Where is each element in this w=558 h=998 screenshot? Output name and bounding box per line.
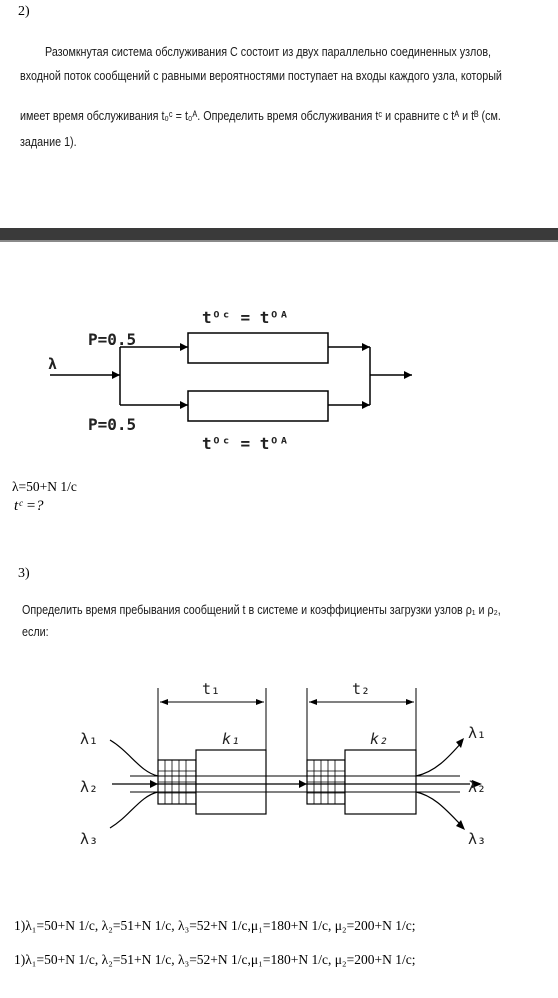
parallel-nodes-diagram: P=0.5 P=0.5 λ tᴼᶜ = tᴼᴬ tᴼᶜ = tᴼᴬ xyxy=(48,308,412,453)
given-lambda: λ=50+N 1/c xyxy=(12,479,77,494)
params-line-1: 1)λ₁=50+N 1/c, λ₂=51+N 1/c, λ₃=52+N 1/c,… xyxy=(14,918,416,933)
server-1 xyxy=(195,749,267,815)
server-2 xyxy=(344,749,417,815)
node-time-bottom-label: tᴼᶜ = tᴼᴬ xyxy=(202,434,289,453)
serial-nodes-diagram: t₁ t₂ k₁ k₂ λ₁ λ₂ λ₃ λ₁ λ₂ λ₃ xyxy=(80,680,486,848)
out-curve-1 xyxy=(415,741,463,777)
params-line-2: 1)λ₁=50+N 1/c, λ₂=51+N 1/c, λ₃=52+N 1/c,… xyxy=(14,952,416,967)
task2-line-2: входной поток сообщений с равными вероят… xyxy=(20,69,502,83)
task2-number: 2) xyxy=(18,4,30,19)
in-lambda-2: λ₂ xyxy=(80,778,98,796)
node-box-top xyxy=(187,332,329,364)
task2-line-3: имеет время обслуживания t₀ᶜ = t₀ᴬ. Опре… xyxy=(20,109,501,123)
input-lambda-label: λ xyxy=(48,355,57,373)
task2-line-1: Разомкнутая система обслуживания С состо… xyxy=(45,45,492,59)
task3-line-1: Определить время пребывания сообщений t … xyxy=(22,603,501,617)
out-curve-3 xyxy=(415,791,463,827)
t1-label: t₁ xyxy=(202,680,220,698)
in-lambda-1: λ₁ xyxy=(80,730,98,748)
task2-statement: Разомкнутая система обслуживания С состо… xyxy=(20,44,550,154)
input-arrowhead xyxy=(112,371,120,379)
prob-bottom-label: P=0.5 xyxy=(88,415,136,434)
out-lambda-2: λ₂ xyxy=(468,778,486,796)
in-lambda-3: λ₃ xyxy=(80,830,98,848)
in-curve-1 xyxy=(109,739,159,777)
t2-label: t₂ xyxy=(352,680,370,698)
task3-statement: Определить время пребывания сообщений t … xyxy=(22,602,552,646)
node-time-top-label: tᴼᶜ = tᴼᴬ xyxy=(202,308,289,327)
given-question: tᶜ =? xyxy=(14,498,44,514)
page-separator-shadow xyxy=(0,240,558,242)
task3-number: 3) xyxy=(18,566,30,581)
in-curve-3 xyxy=(109,791,159,829)
output-arrowhead xyxy=(404,371,412,379)
page-separator xyxy=(0,228,558,240)
out-lambda-1: λ₁ xyxy=(468,724,486,742)
node-box-bottom xyxy=(187,390,329,422)
k1-label: k₁ xyxy=(222,730,240,748)
k2-label: k₂ xyxy=(370,730,388,748)
prob-top-label: P=0.5 xyxy=(88,330,136,349)
out-lambda-3: λ₃ xyxy=(468,830,486,848)
task2-line-4: задание 1). xyxy=(20,135,77,149)
task3-line-2: если: xyxy=(22,625,49,639)
